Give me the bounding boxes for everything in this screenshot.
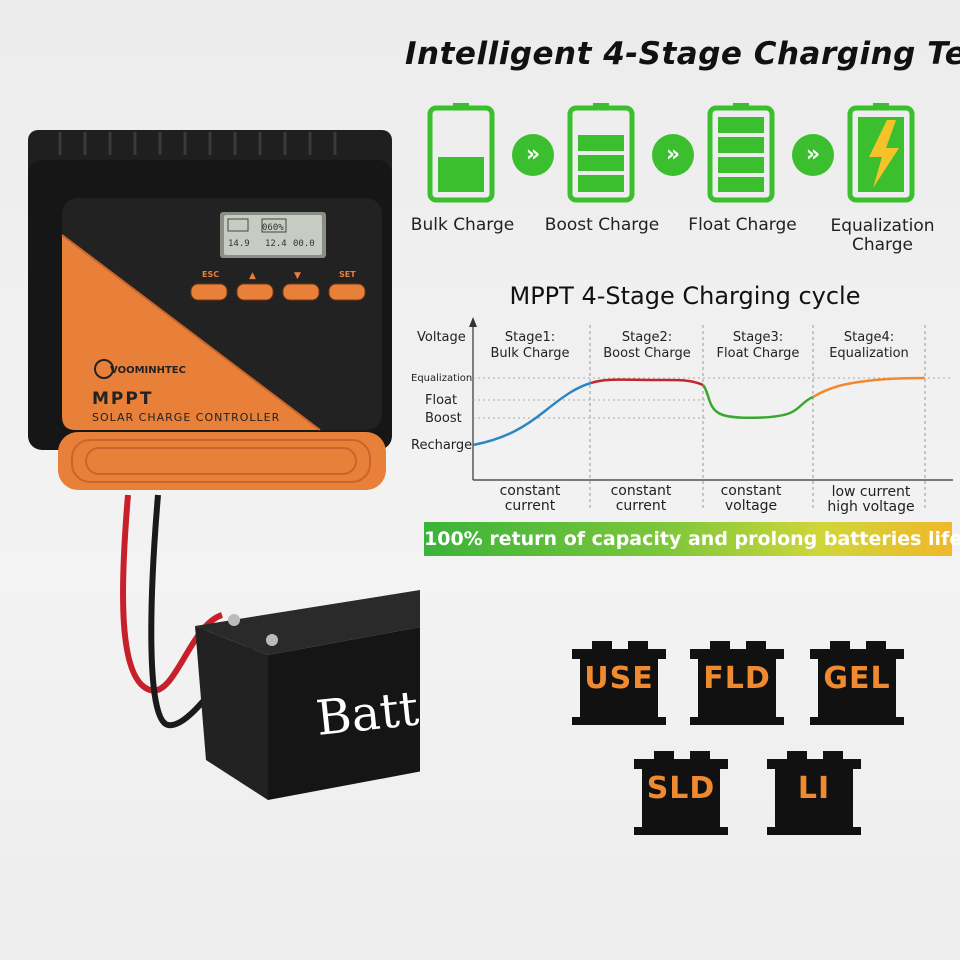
stage1-name: Stage1: (505, 330, 555, 345)
stage4-mode-line2: high voltage (827, 499, 914, 515)
stage1-mode-line1: constant (500, 483, 561, 499)
stage2-desc: Boost Charge (603, 346, 690, 361)
battery-type-sld-label: SLD (646, 771, 716, 806)
level-equalization: Equalization (411, 373, 472, 384)
stage2-mode-line1: constant (611, 483, 672, 499)
lcd-percent: 060% (262, 223, 284, 233)
battery-type-gel: GEL (808, 635, 906, 727)
stage3-mode-line1: constant (721, 483, 782, 499)
esc-button[interactable] (190, 283, 228, 301)
brand-logo-icon (94, 359, 114, 379)
level-recharge: Recharge (411, 438, 472, 453)
stage-battery-icons (427, 103, 915, 203)
curve-boost (590, 378, 704, 387)
lifecycle-banner: 100% return of capacity and prolong batt… (424, 522, 960, 556)
esc-label: ESC (202, 270, 219, 279)
level-boost: Boost (425, 411, 462, 426)
arrow-icon-1: » (512, 134, 554, 176)
page-title: Intelligent 4-Stage Charging Tech (405, 36, 960, 72)
battery-types-grid: USE FLD GEL (560, 635, 920, 845)
stage-label-equalization: Equalization Charge (830, 216, 935, 255)
battery-type-sld: SLD (632, 745, 730, 837)
battery-type-use-label: USE (584, 661, 654, 696)
stage3-desc: Float Charge (717, 346, 800, 361)
stage1-mode-line2: current (505, 498, 556, 514)
down-label: ▼ (294, 271, 301, 281)
up-button[interactable] (236, 283, 274, 301)
down-button[interactable] (282, 283, 320, 301)
battery-type-gel-label: GEL (823, 661, 891, 696)
arrow-icon-2: » (652, 134, 694, 176)
lcd-batt: 12.4 (265, 239, 287, 249)
stage4-desc: Equalization (829, 346, 909, 361)
battery-boost-icon (567, 103, 635, 203)
curve-bulk (472, 381, 592, 447)
battery-bulk-icon (427, 103, 495, 203)
battery-type-li-label: LI (797, 771, 831, 806)
stage3-mode-line2: voltage (725, 498, 777, 514)
lcd-load: 00.0 (293, 239, 315, 249)
stage1-desc: Bulk Charge (490, 346, 569, 361)
arrow-icon-3: » (792, 134, 834, 176)
stage2-name: Stage2: (622, 330, 672, 345)
model-subtitle: SOLAR CHARGE CONTROLLER (92, 411, 280, 424)
battery-illustration (195, 590, 420, 800)
battery-type-li: LI (765, 745, 863, 837)
battery-type-use: USE (570, 635, 668, 727)
controller-illustration: 060% 14.9 12.4 00.0 ESC ▲ ▼ SET VOOMINHT… (28, 130, 420, 800)
lcd-pv: 14.9 (228, 239, 250, 249)
stage-label-float: Float Charge (688, 215, 797, 235)
up-label: ▲ (249, 271, 256, 281)
stage2-mode-line2: current (616, 498, 667, 514)
stage4-name: Stage4: (844, 330, 894, 345)
lightning-bolt-icon (869, 120, 899, 188)
stage3-name: Stage3: (733, 330, 783, 345)
stage-label-boost: Boost Charge (544, 215, 660, 235)
battery-type-fld: FLD (688, 635, 786, 727)
brand-name: VOOMINHTEC (110, 365, 186, 376)
charging-cycle-diagram: Voltage Equalization Float Boost Recharg… (411, 317, 953, 515)
set-label: SET (339, 270, 356, 279)
battery-float-icon (707, 103, 775, 203)
battery-type-fld-label: FLD (703, 661, 771, 696)
stage4-mode-line1: low current (832, 484, 911, 500)
level-float: Float (425, 393, 457, 408)
curve-equalization (812, 376, 926, 399)
lcd-display: 060% 14.9 12.4 00.0 (220, 212, 326, 258)
set-button[interactable] (328, 283, 366, 301)
terminal-cover (58, 432, 386, 490)
red-wire (120, 494, 224, 694)
curve-float (701, 384, 814, 420)
battery-equalization-icon (847, 103, 915, 203)
stage-icons-row: » » » Bulk Charge Boost Charge Float Cha… (405, 100, 960, 260)
cycle-title: MPPT 4-Stage Charging cycle (509, 282, 861, 310)
y-axis-label: Voltage (417, 330, 466, 345)
stage-label-bulk: Bulk Charge (410, 215, 515, 235)
model-name: MPPT (92, 389, 153, 409)
